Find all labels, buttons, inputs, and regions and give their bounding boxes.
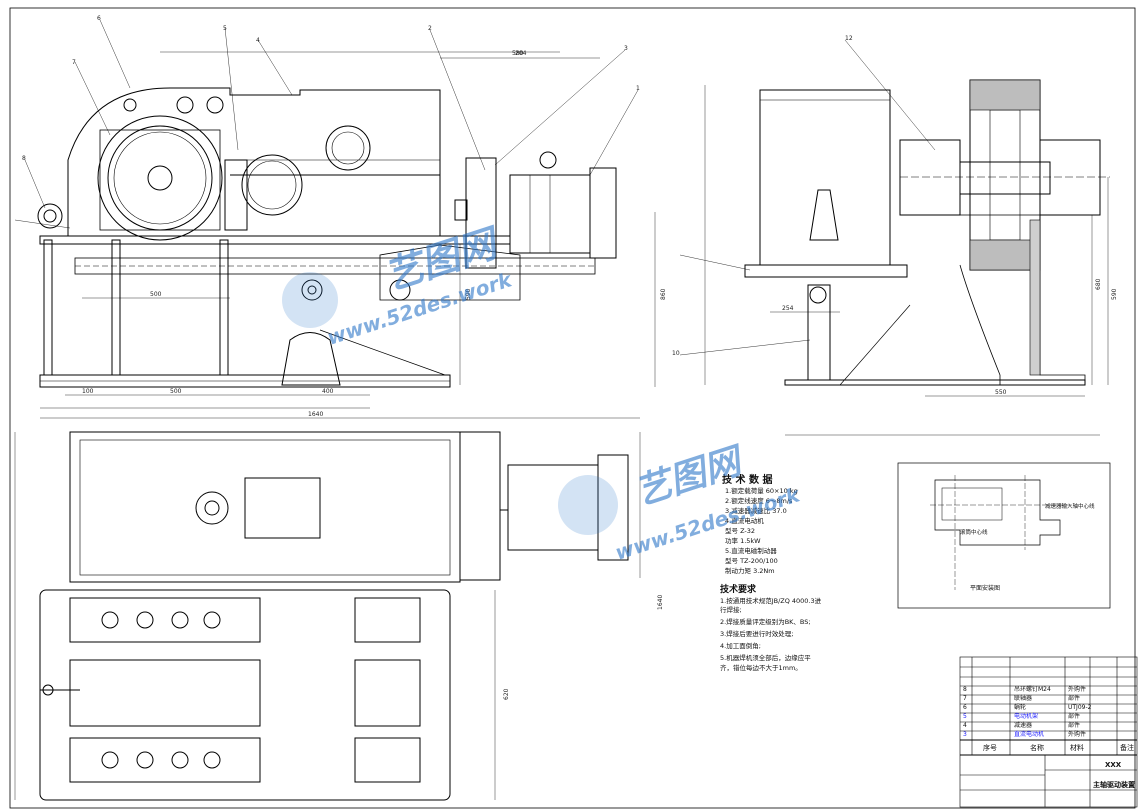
parts-row-name: 吊环螺钉M24 [1014,685,1051,693]
side-dimensions [679,39,1109,436]
callout-12: 12 [845,35,853,42]
tech-req-line: 2.焊接质量评定级别为BK、BS; [720,617,811,626]
parts-row-note: 外购件 [1068,730,1086,738]
header-mat: 材料 [1070,743,1084,752]
header-no: 序号 [983,743,997,752]
tech-data-line: 4.直流电动机 [725,516,764,525]
parts-row-no: 4 [963,722,967,729]
parts-rows: 8 吊环螺钉M24 外购件 7 联轴器 部件 6 蜗轮 UTJ09-2 5 电动… [963,685,1092,738]
tech-data-line: 3.减速器减速比 37.0 [725,506,787,515]
callout-3: 3 [624,45,628,52]
title-block-title: 主轴驱动装置 [1093,780,1135,789]
tech-data-line: 型号 Z-32 [725,526,755,535]
layout-label-drum-axis: 滚筒中心线 [960,528,988,536]
tech-req-line: 5.机器焊机须全部后，边缘应平 [720,653,811,662]
callout-7: 7 [72,59,76,66]
parts-row-name: 联轴器 [1014,694,1032,702]
dim-680-label: 680 [1095,278,1102,290]
parts-row-no: 6 [963,704,967,711]
tech-data-line: 1.额定载荷量 60×10 kg [725,486,798,495]
dim-500-label: 500 [150,291,162,298]
layout-label-input-axis: 减速器输入轴中心线 [1045,502,1095,510]
tech-data-line: 制动力矩 3.2Nm [725,566,775,575]
dim-500b-label: 500 [170,388,182,395]
tech-data-line: 2.额定线速度 6～8m/s [725,496,793,505]
parts-row-note: 部件 [1068,694,1080,702]
layout-plan [897,462,1111,609]
callout-1: 1 [636,85,640,92]
tech-req-line: 3.焊接后要进行时效处理; [720,629,793,638]
dim-204-label: 204 [515,50,527,57]
parts-row-no: 5 [963,713,967,720]
dim-860-label: 860 [660,288,667,300]
tech-data-heading: 技 术 数 据 [722,473,772,486]
tech-data-lines: 1.额定载荷量 60×10 kg 2.额定线速度 6～8m/s 3.减速器减速比… [725,486,798,575]
parts-row-note: 外购件 [1068,685,1086,693]
header-name: 名称 [1030,743,1044,752]
parts-row-no: 8 [963,686,967,693]
parts-table [959,656,1138,808]
callout-10: 10 [672,350,680,357]
parts-header: 序号 名称 材料 备注 [983,743,1134,752]
front-dimensions [40,51,640,419]
callout-5: 5 [223,25,227,32]
callout-4: 4 [256,37,260,44]
parts-row-note: 部件 [1068,721,1080,729]
top-view [14,431,641,801]
dim-100-label: 100 [82,388,94,395]
front-view [37,87,656,388]
dim-1640-label: 1640 [308,411,323,418]
dim-580-label: 580 [512,50,524,57]
parts-row-name: 蜗轮 [1014,703,1026,711]
dim-1640b-label: 1640 [657,595,664,610]
sheet-border [9,7,1136,809]
callout-2: 2 [428,25,432,32]
parts-row-name: 电动机架 [1014,712,1038,720]
callout-8: 8 [22,155,26,162]
dim-400-label: 400 [322,388,334,395]
tech-data-line: 5.直流电磁制动器 [725,546,777,555]
tech-req-line: 行焊接; [720,605,742,614]
dim-550-label: 550 [995,389,1007,396]
side-view [744,79,1110,386]
dim-590-label: 590 [465,288,472,300]
title-block-code: XXX [1105,761,1122,769]
parts-row-name: 直流电动机 [1014,730,1044,738]
tech-data-line: 功率 1.5kW [725,536,761,545]
layout-plan-title: 平面安装图 [970,584,1000,592]
tech-req-line: 齐，错位每边不大于1mm。 [720,663,802,672]
callout-6: 6 [97,15,101,22]
tech-req-line: 4.加工面倒角; [720,641,761,650]
parts-row-note: 部件 [1068,712,1080,720]
parts-row-name: 减速器 [1014,721,1032,729]
tech-req-line: 1.按通用技术规范JB/ZQ 4000.3进 [720,596,822,605]
tech-req-lines: 1.按通用技术规范JB/ZQ 4000.3进 行焊接; 2.焊接质量评定级别为B… [720,596,822,672]
dim-254-label: 254 [782,305,794,312]
dim-620-label: 620 [503,688,510,700]
header-note: 备注 [1120,743,1134,752]
tech-data-line: 型号 TZ-200/100 [725,556,778,565]
parts-row-no: 7 [963,695,967,702]
tech-req-heading: 技术要求 [720,583,757,595]
parts-row-no: 3 [963,731,967,738]
parts-row-note: UTJ09-2 [1068,704,1092,711]
dim-590b-label: 590 [1111,288,1118,300]
